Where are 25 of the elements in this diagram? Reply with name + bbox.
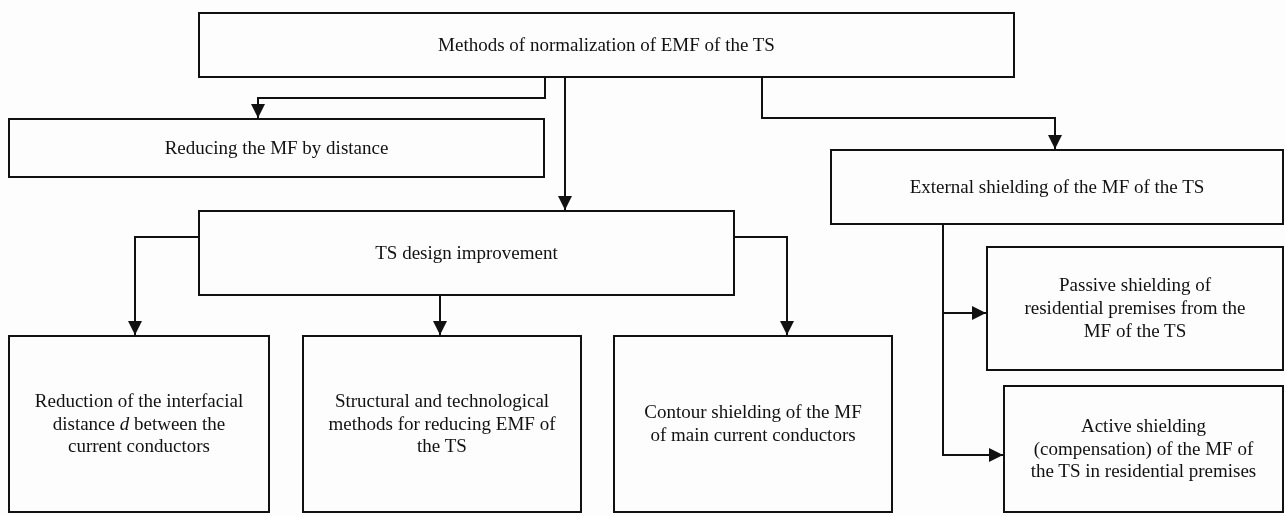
box-label: Passive shielding of residential premises from the MF of the TS [1023, 274, 1247, 343]
text-box [1003, 385, 1284, 513]
text-box [198, 210, 735, 296]
box-label: Reducing the MF by distance [164, 136, 389, 160]
arrow [128, 236, 199, 336]
text-box [830, 149, 1284, 225]
text-box [8, 335, 270, 513]
box-label: Methods of normalization of EMF of the TS [438, 33, 775, 57]
text-box [8, 118, 545, 178]
arrow [558, 77, 572, 211]
box-label: Reduction of the interfacial distance d between the current conductors [34, 389, 244, 459]
box-label: TS design improvement [375, 241, 558, 265]
arrow [942, 224, 1004, 462]
arrow [251, 77, 546, 119]
box-label: Contour shielding of the MF of main current conductors [643, 401, 863, 447]
arrow [433, 295, 447, 336]
box-label: External shielding of the MF of the TS [909, 175, 1205, 199]
arrow [734, 236, 794, 336]
text-box [613, 335, 893, 513]
box-label: Structural and technological methods for reducing EMF of the TS [327, 389, 557, 459]
text-box [302, 335, 582, 513]
arrow [761, 77, 1062, 150]
text-box [198, 12, 1015, 78]
text-box [986, 246, 1284, 371]
box-label: Active shielding (compensation) of the MF of the TS in residential premises [1029, 414, 1258, 484]
